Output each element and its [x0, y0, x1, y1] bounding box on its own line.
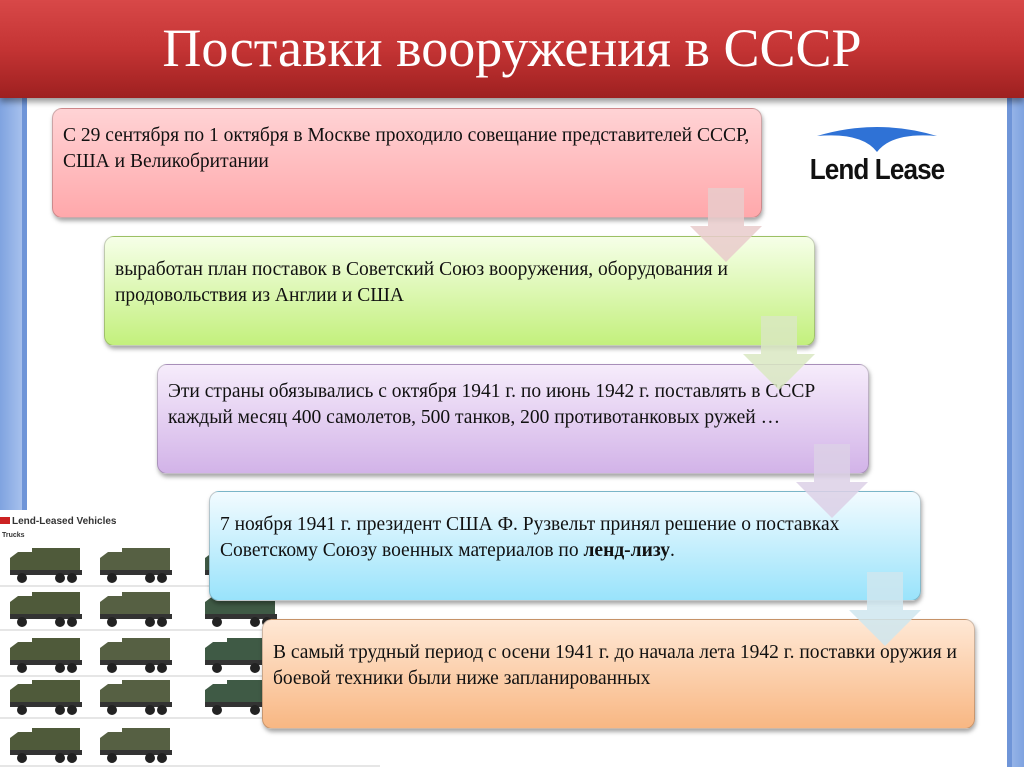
step-4-text: 7 ноября 1941 г. президент США Ф. Рузвел…: [220, 514, 840, 561]
step-2-box: выработан план поставок в Советский Союз…: [104, 236, 815, 346]
down-arrow-icon: [849, 572, 921, 646]
title-bar: Поставки вооружения в СССР: [0, 0, 1024, 98]
lend-lease-logo: Lend Lease: [792, 122, 962, 192]
step-1-box: С 29 сентября по 1 октября в Москве прох…: [52, 108, 762, 218]
slide-title: Поставки вооружения в СССР: [162, 18, 862, 78]
image-subheading: Trucks: [2, 532, 25, 539]
step-3-text: Эти страны обязывались с октября 1941 г.…: [168, 381, 816, 428]
step-5-box: В самый трудный период с осени 1941 г. д…: [262, 619, 975, 729]
down-arrow-icon: [743, 316, 815, 390]
down-arrow-icon: [690, 188, 762, 262]
step-2-text: выработан план поставок в Советский Союз…: [115, 259, 728, 306]
step-1-text: С 29 сентября по 1 октября в Москве прох…: [63, 125, 750, 172]
logo-arc-icon: [817, 127, 937, 152]
down-arrow-icon: [796, 444, 868, 518]
step-3-box: Эти страны обязывались с октября 1941 г.…: [157, 364, 869, 474]
truck-icon: [0, 728, 380, 767]
step-5-text: В самый трудный период с осени 1941 г. д…: [273, 642, 957, 689]
truck-icon: [0, 728, 380, 767]
step-4-box: 7 ноября 1941 г. президент США Ф. Рузвел…: [209, 491, 921, 601]
truck-icon: [0, 592, 380, 631]
image-heading: Lend-Leased Vehicles: [0, 516, 117, 527]
